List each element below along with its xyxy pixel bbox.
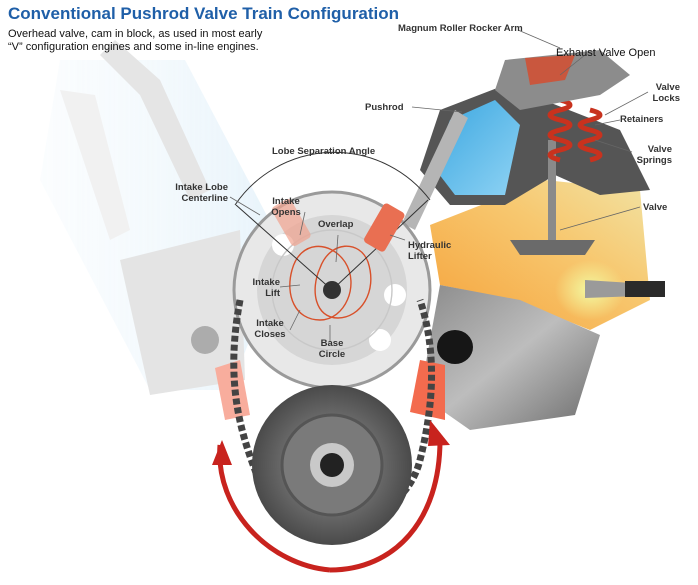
left-cylinder-bank <box>40 40 285 420</box>
rocker-arm-highlight <box>525 55 575 85</box>
page-title: Conventional Pushrod Valve Train Configu… <box>8 4 400 23</box>
hydraulic-lifter <box>364 203 405 252</box>
label-valve: Valve <box>643 202 668 213</box>
label-rocker-arm: Magnum Roller Rocker Arm <box>398 23 523 34</box>
rotation-arrows <box>212 420 450 573</box>
label-hydraulic-lifter: Hydraulic Lifter <box>408 240 452 262</box>
crank-gear <box>252 385 412 545</box>
valve-head <box>510 240 595 255</box>
page-subtitle: Overhead valve, cam in block, as used in… <box>8 28 263 53</box>
label-exhaust-valve-open: Exhaust Valve Open <box>556 47 656 59</box>
label-retainers: Retainers <box>620 114 664 125</box>
label-lobe-separation-angle: Lobe Separation Angle <box>272 146 376 157</box>
spark-plug-boot <box>625 281 665 297</box>
label-intake-lobe-centerline: Intake Lobe Centerline <box>175 182 228 204</box>
valve-stem <box>548 140 556 245</box>
label-base-circle: Base Circle <box>318 338 346 360</box>
label-intake-closes: Intake Closes <box>254 318 286 340</box>
label-overlap: Overlap <box>318 219 354 230</box>
label-pushrod: Pushrod <box>365 102 404 113</box>
label-intake-opens: Intake Opens <box>271 196 301 218</box>
wrist-pin-right <box>437 330 473 364</box>
cam-lobe-profile <box>271 229 393 351</box>
pushrod <box>402 110 468 230</box>
valve-springs <box>547 97 603 163</box>
intake-lifter <box>271 198 311 246</box>
right-cylinder-bank <box>402 50 665 430</box>
label-valve-locks: Valve Locks <box>652 82 680 104</box>
label-valve-springs: Valve Springs <box>636 144 672 166</box>
leader-lines <box>229 29 649 342</box>
label-intake-lift: Intake Lift <box>252 277 280 299</box>
piston-right <box>420 285 600 430</box>
